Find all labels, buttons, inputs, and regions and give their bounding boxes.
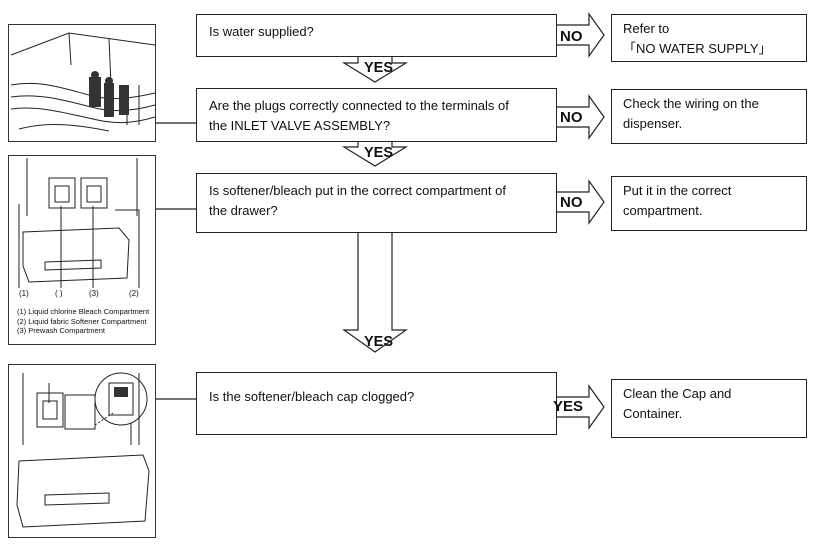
question-line: the INLET VALVE ASSEMBLY? bbox=[209, 118, 391, 133]
no-label: NO bbox=[560, 109, 583, 126]
inlet-valve-photo bbox=[8, 24, 156, 142]
answer-line: Clean the Cap and bbox=[623, 386, 732, 401]
drawer-compartments-photo: (1) ( ) (3) (2) (1) Liquid chlorine Blea… bbox=[8, 155, 156, 345]
question-text: Is the softener/bleach cap clogged? bbox=[209, 389, 415, 404]
yes-label: YES bbox=[364, 334, 394, 350]
arrow-down bbox=[341, 141, 409, 167]
yes-label: YES bbox=[364, 60, 394, 76]
arrow-right bbox=[556, 94, 605, 140]
question-line: the drawer? bbox=[209, 203, 278, 218]
callout-1: (1) bbox=[19, 289, 29, 298]
arrow-right bbox=[556, 12, 605, 58]
legend-item: (3) Prewash Compartment bbox=[17, 326, 105, 335]
answer-line: compartment. bbox=[623, 203, 703, 218]
no-label: NO bbox=[560, 28, 583, 45]
answer-box-4: Clean the Cap and Container. bbox=[611, 379, 807, 438]
legend-item: (1) Liquid chlorine Bleach Compartment bbox=[17, 307, 150, 316]
question-line: Is softener/bleach put in the correct co… bbox=[209, 183, 506, 198]
legend-item: (2) Liquid fabric Softener Compartment bbox=[17, 316, 147, 326]
answer-box-3: Put it in the correct compartment. bbox=[611, 176, 807, 231]
answer-line: Put it in the correct bbox=[623, 183, 732, 198]
no-label: NO bbox=[560, 194, 583, 211]
inlet-valve-illustration bbox=[10, 32, 156, 132]
question-line: Are the plugs correctly connected to the… bbox=[209, 98, 509, 113]
answer-line: Refer to bbox=[623, 21, 670, 36]
answer-box-1: Refer to 「NO WATER SUPPLY」 bbox=[611, 14, 807, 62]
callout-2: (2) bbox=[129, 289, 139, 298]
arrow-right bbox=[556, 179, 605, 225]
answer-line: Check the wiring on the bbox=[623, 96, 759, 111]
callout-3: (3) bbox=[89, 289, 99, 298]
callout-blank: ( ) bbox=[55, 289, 63, 298]
drawer-illustration bbox=[18, 158, 140, 288]
question-box-2: Are the plugs correctly connected to the… bbox=[196, 88, 557, 142]
drawer-legend: (1) Liquid chlorine Bleach Compartment (… bbox=[17, 307, 149, 336]
question-box-3: Is softener/bleach put in the correct co… bbox=[196, 173, 557, 233]
question-text: Is water supplied? bbox=[209, 24, 314, 39]
softener-cap-illustration bbox=[16, 372, 150, 528]
arrow-down bbox=[341, 57, 409, 83]
softener-cap-photo bbox=[8, 364, 156, 538]
answer-box-2: Check the wiring on the dispenser. bbox=[611, 89, 807, 144]
question-box-1: Is water supplied? bbox=[196, 14, 557, 57]
question-box-4: Is the softener/bleach cap clogged? bbox=[196, 372, 557, 435]
answer-line: dispenser. bbox=[623, 116, 683, 131]
yes-label: YES bbox=[364, 145, 394, 161]
arrow-down bbox=[342, 232, 408, 353]
answer-line: 「NO WATER SUPPLY」 bbox=[623, 41, 772, 56]
arrow-right bbox=[556, 384, 605, 430]
answer-line: Container. bbox=[623, 406, 683, 421]
yes-label: YES bbox=[553, 398, 584, 415]
